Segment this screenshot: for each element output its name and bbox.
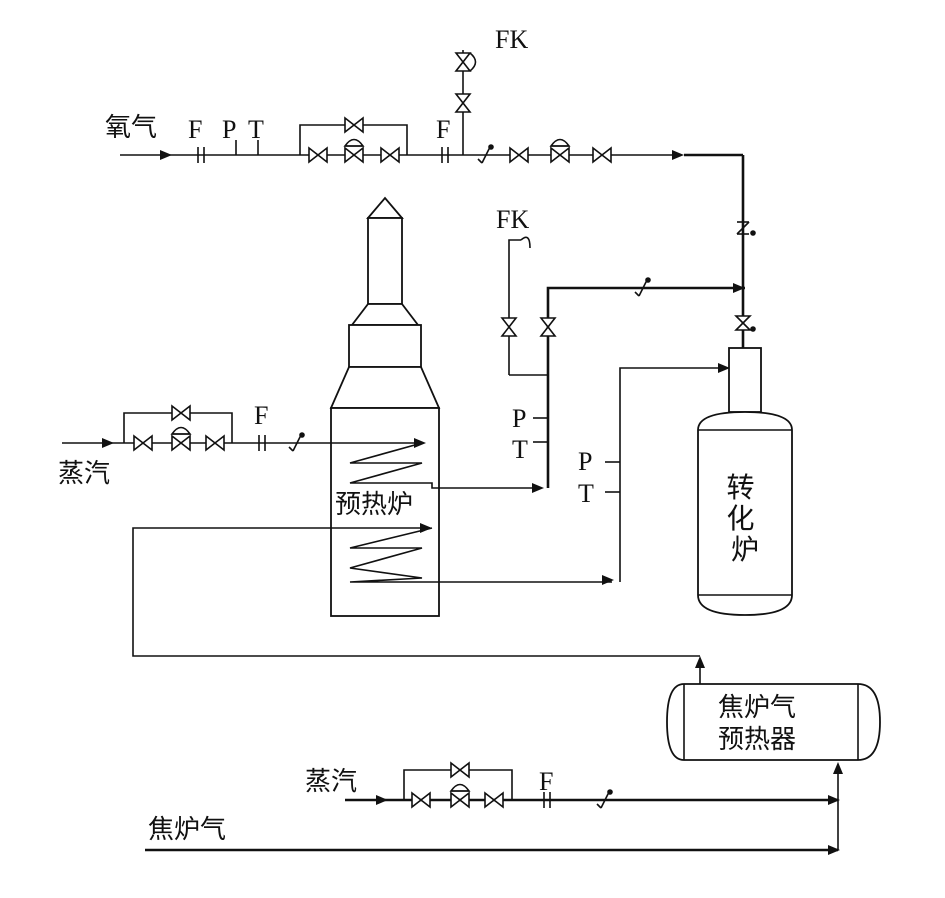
converter-label: 转 化 炉 [727, 471, 764, 566]
coke-gas-label: 焦炉气 [148, 815, 226, 845]
mid-process-line [501, 236, 745, 488]
coke-gas-to-furnace-line [132, 527, 700, 657]
oxygen-flow-label: F [188, 115, 202, 144]
oxygen-line [120, 50, 756, 372]
right-temp-label: T [578, 479, 594, 508]
converter-char-3: 炉 [731, 533, 759, 566]
converter-vessel [697, 347, 793, 616]
steam-bottom-line [345, 762, 840, 809]
steam-bottom-flow-label: F [539, 767, 553, 796]
steam-left-flow-label: F [254, 401, 268, 430]
coke-gas-main-line [145, 762, 843, 855]
coke-gas-preheater-label-1: 焦炉气 [718, 693, 796, 723]
steam-left-line [62, 405, 306, 452]
converter-char-2: 化 [727, 502, 755, 535]
mid-pressure-label: P [512, 404, 526, 433]
coke-gas-preheater-label-2: 预热器 [718, 725, 796, 755]
steam-left-label: 蒸汽 [58, 459, 110, 489]
fk-mid-label: FK [496, 205, 529, 234]
preheater-furnace-label: 预热炉 [335, 490, 413, 520]
oxygen-temp-label: T [248, 115, 264, 144]
oxygen-pressure-label: P [222, 115, 236, 144]
right-pressure-label: P [578, 447, 592, 476]
preheater-furnace [232, 196, 614, 617]
steam-bottom-label: 蒸汽 [305, 767, 357, 797]
coke-gas-preheater [666, 656, 881, 761]
mid-temp-label: T [512, 435, 528, 464]
converter-char-1: 转 [727, 471, 755, 504]
fk-top-label: FK [495, 25, 528, 54]
oxygen-label: 氧气 [105, 113, 157, 143]
right-process-line [605, 363, 730, 582]
oxygen-flow-label-2: F [436, 115, 450, 144]
